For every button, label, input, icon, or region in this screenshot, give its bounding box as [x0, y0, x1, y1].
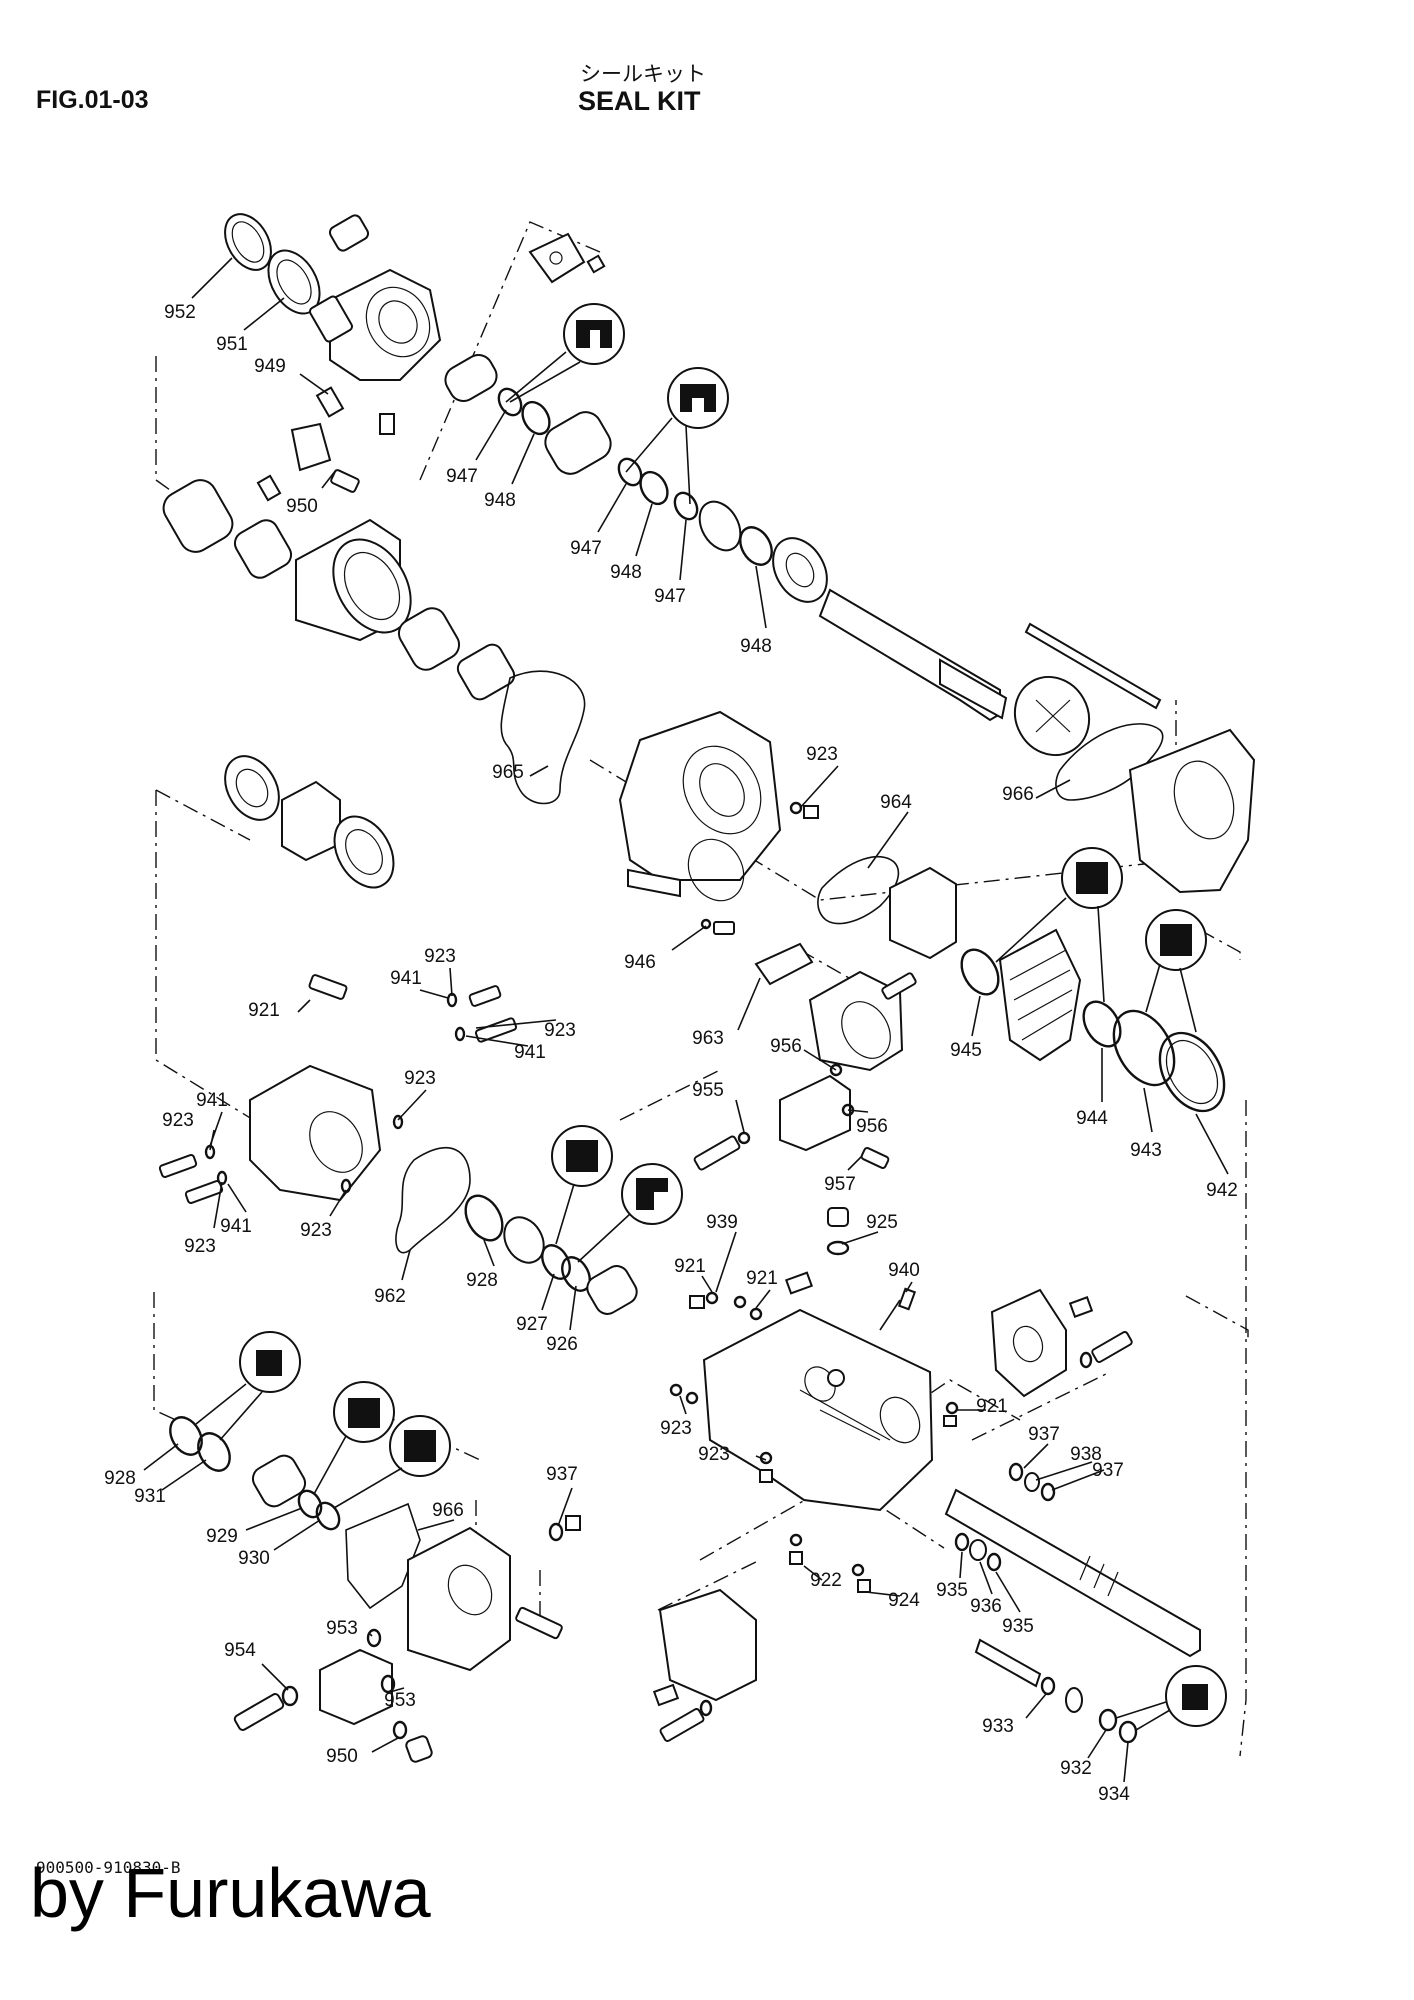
seal-section-badge — [313, 1381, 395, 1495]
part-number-label: 941 — [514, 1042, 546, 1063]
figure-id: FIG.01-03 — [36, 86, 149, 114]
part-number-label: 921 — [248, 1000, 280, 1021]
part-number-label: 942 — [1206, 1180, 1238, 1201]
part-number-label: 923 — [806, 744, 838, 765]
part-number-label: 930 — [238, 1548, 270, 1569]
part-number-label: 946 — [624, 952, 656, 973]
part-number-label: 923 — [698, 1444, 730, 1465]
seal-section-badge — [1145, 909, 1207, 1033]
part-number-label: 921 — [746, 1268, 778, 1289]
seal-section-badge — [551, 1125, 613, 1245]
seal-section-badge — [995, 847, 1123, 1003]
part-number-label: 939 — [706, 1212, 738, 1233]
part-number-label: 947 — [570, 538, 602, 559]
part-number-label: 931 — [134, 1486, 166, 1507]
part-number-label: 921 — [674, 1256, 706, 1277]
seal-section-badge — [333, 1415, 451, 1509]
part-number-label: 953 — [384, 1690, 416, 1711]
seal-section-badge — [505, 303, 625, 403]
part-number-label: 937 — [546, 1464, 578, 1485]
part-number-label: 923 — [544, 1020, 576, 1041]
part-number-label: 966 — [432, 1500, 464, 1521]
credit-watermark: by Furukawa — [30, 1854, 431, 1932]
leader-lines — [143, 257, 1229, 1783]
part-number-label: 925 — [866, 1212, 898, 1233]
part-number-label: 926 — [546, 1334, 578, 1355]
part-number-label: 952 — [164, 302, 196, 323]
part-number-label: 922 — [810, 1570, 842, 1591]
part-number-label: 923 — [424, 946, 456, 967]
part-number-label: 965 — [492, 762, 524, 783]
seal-section-badges — [195, 303, 1227, 1731]
part-number-label: 948 — [740, 636, 772, 657]
part-number-label: 941 — [390, 968, 422, 989]
part-number-label: 938 — [1070, 1444, 1102, 1465]
part-number-label: 937 — [1092, 1460, 1124, 1481]
part-number-label: 936 — [970, 1596, 1002, 1617]
part-number-label: 923 — [404, 1068, 436, 1089]
part-number-label: 933 — [982, 1716, 1014, 1737]
part-number-label: 963 — [692, 1028, 724, 1049]
seal-section-badge — [625, 367, 729, 505]
part-number-label: 962 — [374, 1286, 406, 1307]
seal-section-badge — [195, 1331, 301, 1441]
part-number-label: 951 — [216, 334, 248, 355]
part-number-label: 929 — [206, 1526, 238, 1547]
part-number-label: 943 — [1130, 1140, 1162, 1161]
part-number-label: 937 — [1028, 1424, 1060, 1445]
part-number-label: 941 — [196, 1090, 228, 1111]
part-number-label: 928 — [104, 1468, 136, 1489]
part-number-label: 957 — [824, 1174, 856, 1195]
title-japanese: シールキット — [580, 62, 706, 86]
part-number-label: 923 — [300, 1220, 332, 1241]
part-number-label: 956 — [856, 1116, 888, 1137]
part-number-label: 923 — [184, 1236, 216, 1257]
part-number-label: 924 — [888, 1590, 920, 1611]
assembly-guide-lines — [153, 221, 1249, 1757]
part-number-label: 953 — [326, 1618, 358, 1639]
part-number-label: 935 — [936, 1580, 968, 1601]
part-number-label: 956 — [770, 1036, 802, 1057]
part-number-label: 945 — [950, 1040, 982, 1061]
part-number-label: 932 — [1060, 1758, 1092, 1779]
middle-assembly — [158, 710, 1226, 1315]
seal-section-badge — [577, 1163, 683, 1263]
part-number-label: 923 — [162, 1110, 194, 1131]
part-number-label: 927 — [516, 1314, 548, 1335]
title-english: SEAL KIT — [578, 86, 701, 116]
part-number-label: 948 — [484, 490, 516, 511]
part-number-label: 944 — [1076, 1108, 1108, 1129]
part-number-label: 954 — [224, 1640, 256, 1661]
part-number-label: 947 — [446, 466, 478, 487]
upper-assembly — [162, 213, 1256, 894]
part-number-label: 923 — [660, 1418, 692, 1439]
part-number-label: 949 — [254, 356, 286, 377]
part-number-label: 928 — [466, 1270, 498, 1291]
seal-section-badge — [1115, 1665, 1227, 1731]
part-number-label: 934 — [1098, 1784, 1130, 1805]
part-number-label: 935 — [1002, 1616, 1034, 1637]
part-number-label: 950 — [286, 496, 318, 517]
part-number-label: 950 — [326, 1746, 358, 1767]
part-number-label: 921 — [976, 1396, 1008, 1417]
part-number-label: 966 — [1002, 784, 1034, 805]
drawing-code: 900500-910830-B — [36, 1858, 181, 1877]
part-number-callouts: 952 951 949 950 947 948 947 948 947 948 965 923 964 9… — [104, 302, 1238, 1805]
part-number-label: 955 — [692, 1080, 724, 1101]
part-number-label: 941 — [220, 1216, 252, 1237]
part-number-label: 940 — [888, 1260, 920, 1281]
lower-assembly — [169, 1207, 1201, 1763]
part-number-label: 964 — [880, 792, 912, 813]
part-number-label: 948 — [610, 562, 642, 583]
part-number-label: 947 — [654, 586, 686, 607]
